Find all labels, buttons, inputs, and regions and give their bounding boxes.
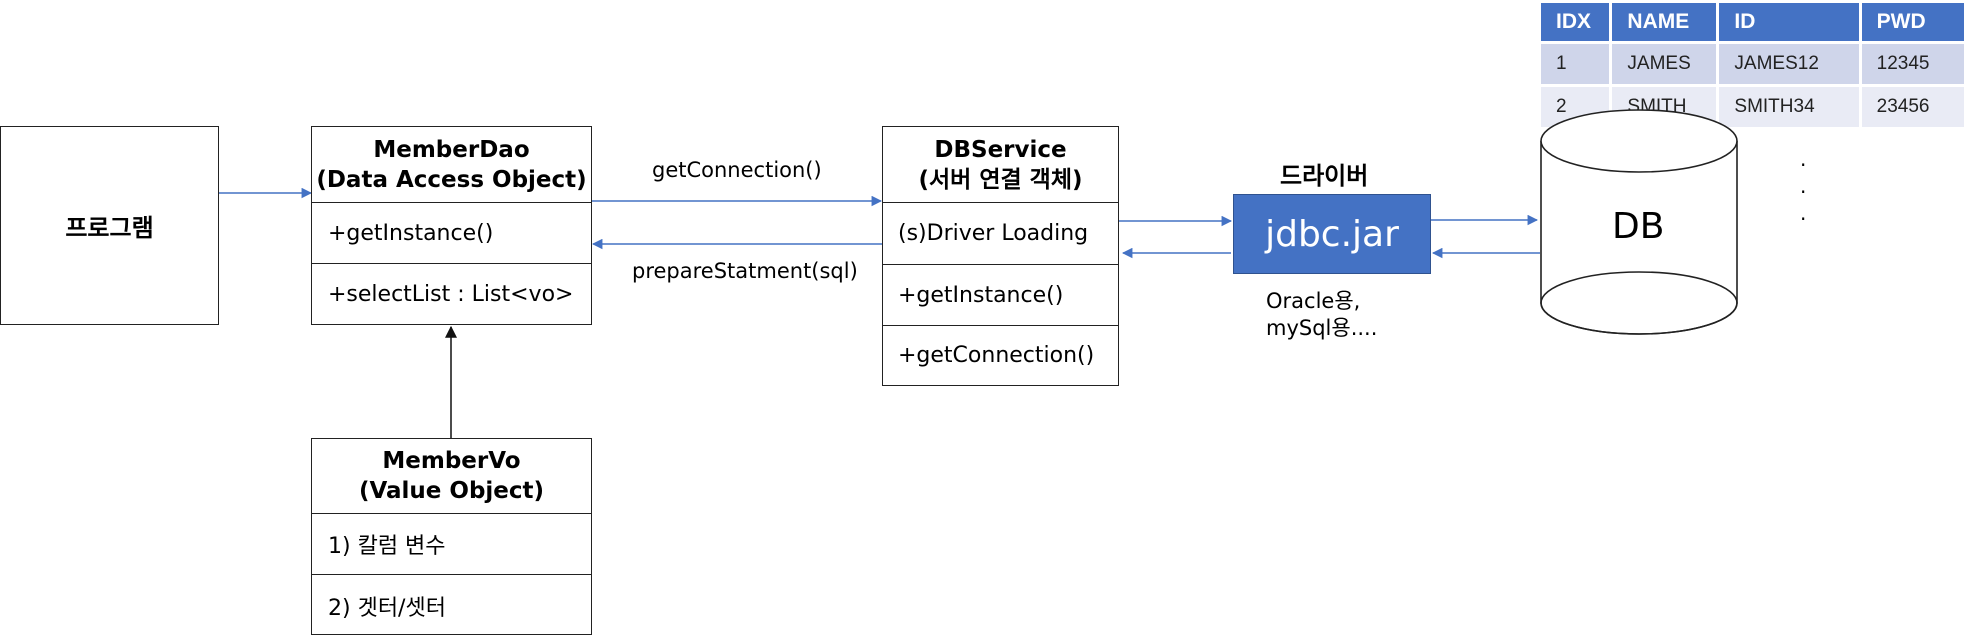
- db-table: IDX NAME ID PWD 1 JAMES JAMES12 12345 2 …: [1541, 3, 1967, 130]
- db-service-class: DBService (서버 연결 객체) (s)Driver Loading +…: [882, 126, 1119, 386]
- db-service-method: +getConnection(): [898, 343, 1095, 368]
- table-cell: 1: [1541, 44, 1613, 87]
- table-row: 1 JAMES JAMES12 12345: [1541, 44, 1967, 87]
- db-service-title: DBService: [934, 136, 1067, 163]
- member-vo-subtitle: (Value Object): [358, 478, 545, 504]
- column-header-name: NAME: [1612, 3, 1720, 44]
- driver-title: 드라이버: [1280, 162, 1369, 190]
- program-box: 프로그램: [0, 126, 219, 325]
- column-header-id: ID: [1719, 3, 1862, 44]
- member-vo-field: 2) 겟터/셋터: [328, 595, 446, 621]
- member-vo-class: MemberVo (Value Object) 1) 칼럼 변수 2) 겟터/셋…: [311, 438, 592, 635]
- member-vo-header: MemberVo (Value Object): [312, 439, 591, 514]
- table-cell: SMITH34: [1719, 87, 1862, 130]
- db-service-subtitle: (서버 연결 객체): [918, 166, 1083, 193]
- member-vo-field: 1) 칼럼 변수: [312, 514, 591, 575]
- ellipsis-dot: ·: [1800, 180, 1807, 204]
- db-cylinder: [1540, 109, 1738, 335]
- prepare-statement-label: prepareStatment(sql): [632, 259, 858, 283]
- driver-note-line: mySql용....: [1266, 316, 1378, 340]
- column-header-idx: IDX: [1541, 3, 1613, 44]
- table-cell: JAMES: [1612, 44, 1720, 87]
- member-dao-title: MemberDao: [373, 136, 530, 163]
- db-service-method: (s)Driver Loading: [883, 203, 1118, 265]
- driver-note-line: Oracle용,: [1266, 289, 1361, 313]
- driver-note: Oracle용, mySql용....: [1266, 288, 1377, 342]
- member-dao-method: +getInstance(): [312, 203, 591, 264]
- jdbc-jar-box: jdbc.jar: [1233, 194, 1431, 274]
- member-dao-subtitle: (Data Access Object): [316, 166, 587, 193]
- program-label: 프로그램: [65, 214, 154, 242]
- member-dao-method: +selectList : List<vo>: [328, 281, 574, 307]
- column-header-pwd: PWD: [1861, 3, 1967, 44]
- get-connection-label: getConnection(): [652, 158, 822, 182]
- table-cell: 12345: [1861, 44, 1967, 87]
- ellipsis-dot: ·: [1800, 207, 1807, 231]
- member-dao-header: MemberDao (Data Access Object): [312, 127, 591, 203]
- more-rows-ellipsis: · · ·: [1800, 152, 1806, 233]
- member-vo-title: MemberVo: [382, 448, 521, 474]
- member-dao-class: MemberDao (Data Access Object) +getInsta…: [311, 126, 592, 325]
- jdbc-jar-label: jdbc.jar: [1265, 213, 1399, 255]
- db-label: DB: [1612, 206, 1665, 247]
- db-table-header: IDX NAME ID PWD: [1541, 3, 1967, 44]
- db-service-header: DBService (서버 연결 객체): [883, 127, 1118, 203]
- db-service-method: +getInstance(): [883, 265, 1118, 326]
- table-cell: JAMES12: [1719, 44, 1862, 87]
- ellipsis-dot: ·: [1800, 153, 1807, 177]
- table-cell: 23456: [1861, 87, 1967, 130]
